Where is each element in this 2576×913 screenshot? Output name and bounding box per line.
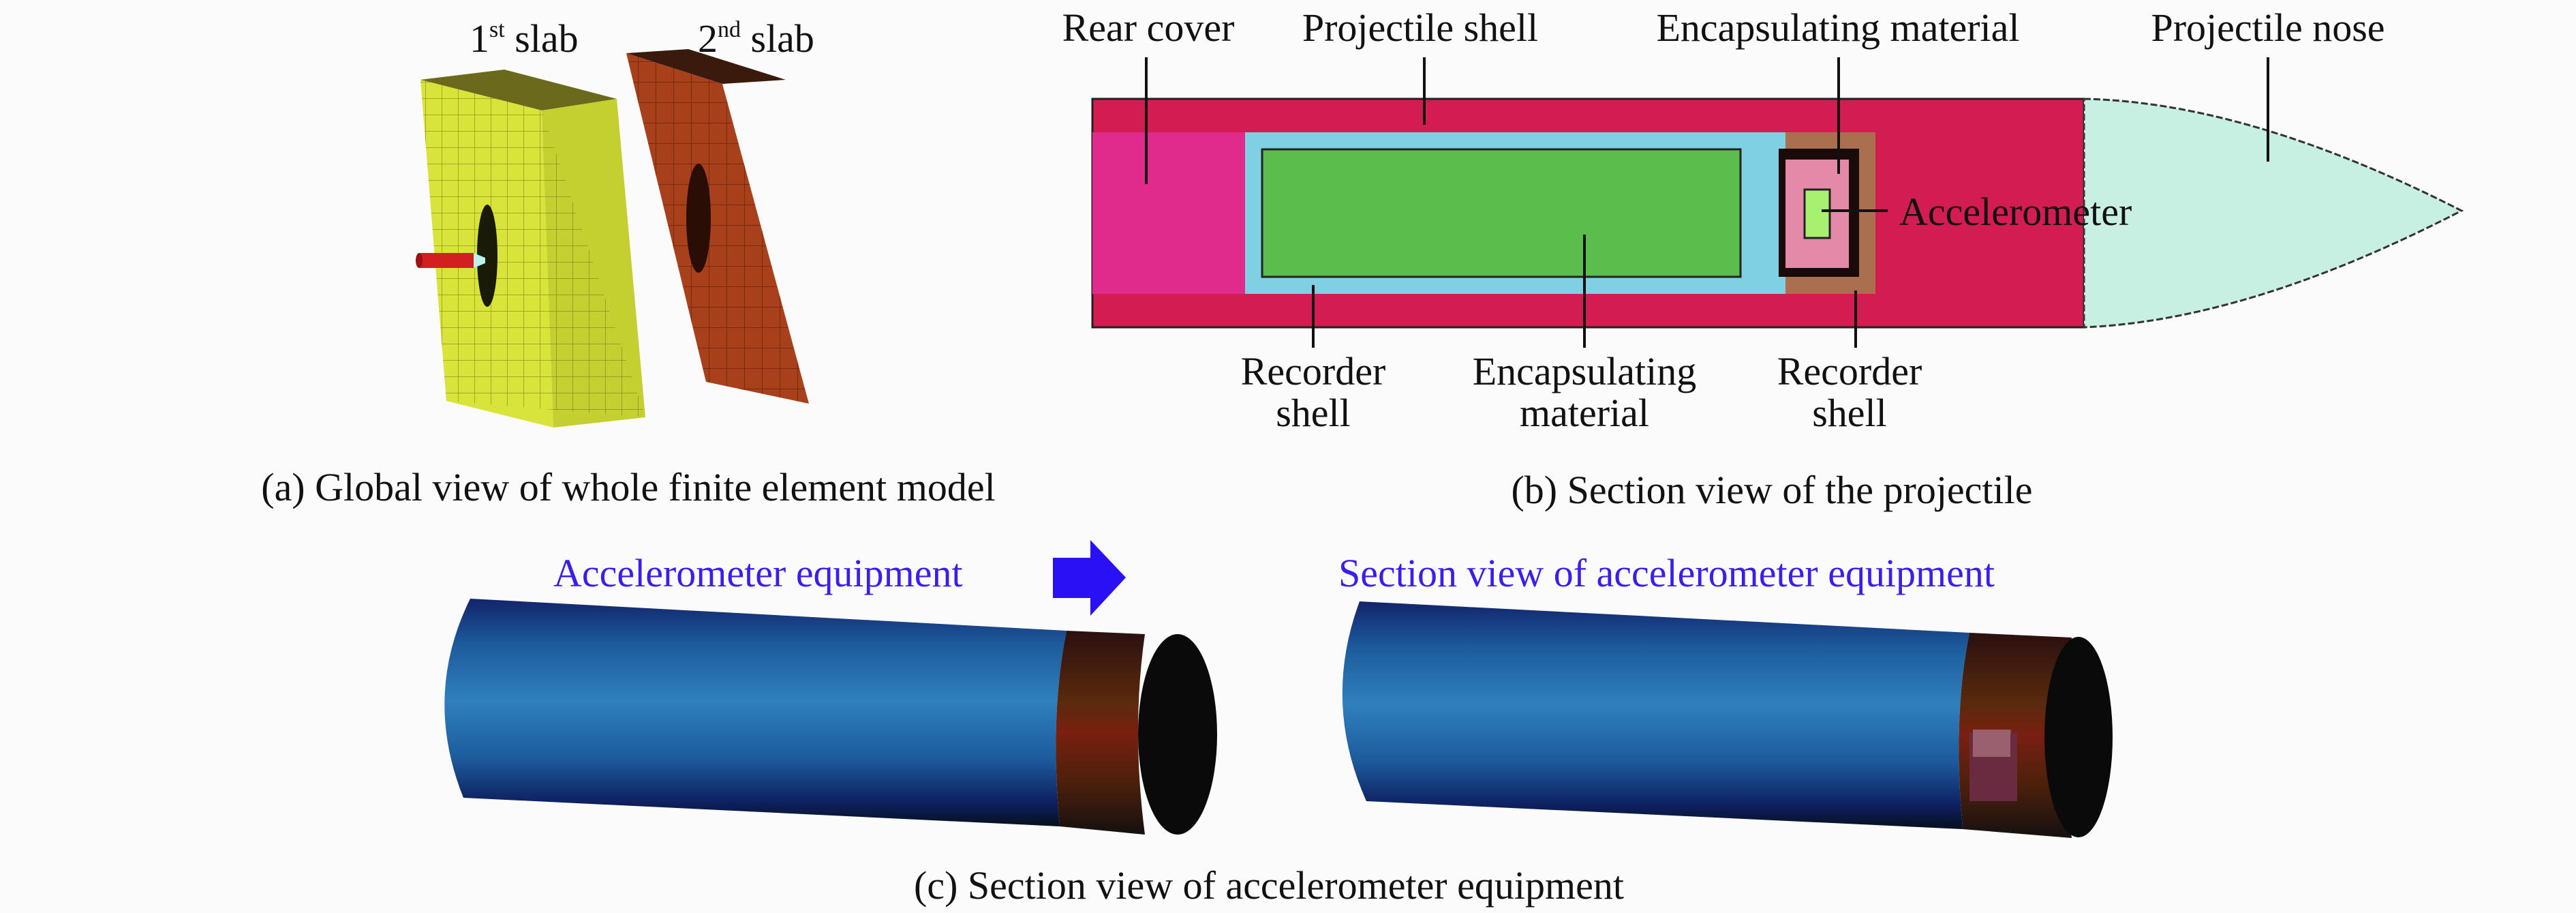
encapsulating-material-label-2: material bbox=[1520, 391, 1649, 435]
caption-b: (b) Section view of the projectile bbox=[1511, 468, 2032, 512]
slab-1 bbox=[420, 70, 645, 428]
caption-c: (c) Section view of accelerometer equipm… bbox=[914, 863, 1624, 908]
panel-c: Accelerometer equipment Section view of … bbox=[444, 540, 2113, 908]
caption-a: (a) Global view of whole finite element … bbox=[261, 465, 995, 509]
accelerometer-label: Accelerometer bbox=[1899, 190, 2132, 234]
encapsulating-material-top-label: Encapsulating material bbox=[1656, 5, 2019, 50]
recorder-shell-right-label-2: shell bbox=[1812, 391, 1887, 435]
section-view-title: Section view of accelerometer equipment bbox=[1338, 551, 1995, 595]
arrow-right-icon bbox=[1053, 540, 1126, 616]
projectile-nose bbox=[2083, 98, 2464, 329]
recorder-shell-left-label-1: Recorder bbox=[1241, 349, 1386, 393]
rear-cover bbox=[1092, 132, 1245, 294]
slab-2 bbox=[626, 49, 809, 404]
panel-a: 1st slab 2nd slab (a) Global view of who… bbox=[261, 16, 995, 509]
accelerometer-equipment-section bbox=[1342, 601, 2113, 838]
encapsulating-material-label-1: Encapsulating bbox=[1473, 349, 1697, 393]
recorder-shell-left-label-2: shell bbox=[1276, 391, 1351, 435]
encapsulating-material bbox=[1261, 148, 1742, 278]
projectile-shell-label: Projectile shell bbox=[1302, 5, 1538, 50]
accelerometer-equipment-title: Accelerometer equipment bbox=[553, 551, 963, 595]
accelerometer-equipment-cylinder bbox=[444, 599, 1217, 835]
rear-cover-label: Rear cover bbox=[1062, 5, 1235, 50]
panel-b: Rear cover Projectile shell Encapsulatin… bbox=[1062, 5, 2464, 512]
recorder-shell-right-label-1: Recorder bbox=[1777, 349, 1922, 393]
projectile-nose-label: Projectile nose bbox=[2151, 5, 2385, 50]
slab-2-label: 2nd slab bbox=[698, 16, 814, 61]
accelerometer bbox=[1803, 188, 1831, 239]
projectile-model bbox=[416, 253, 485, 268]
slab-1-label: 1st slab bbox=[470, 16, 579, 61]
